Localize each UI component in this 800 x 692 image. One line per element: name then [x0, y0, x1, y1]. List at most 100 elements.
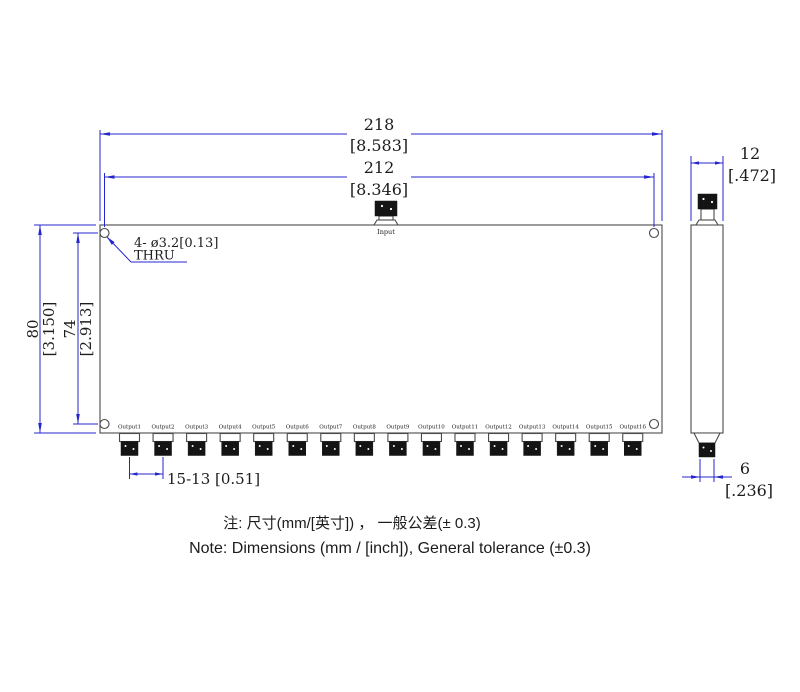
- knurl-dot: [233, 448, 236, 450]
- side-body-outline: [690, 224, 724, 434]
- output-label: Output12: [485, 425, 512, 431]
- knurl-dot: [367, 448, 370, 450]
- knurl-dot: [426, 445, 429, 447]
- output-connector-flange: [152, 432, 174, 443]
- dim-74-inch: [2.913]: [77, 302, 95, 357]
- dim-6-mm: 6: [740, 459, 750, 478]
- hole-callout: 4- ø3.2[0.13] THRU: [106, 236, 218, 264]
- dim-80-inch: [3.150]: [40, 302, 58, 357]
- notes: 注: 尺寸(mm/[英寸]) ， 一般公差(± 0.3) Note: Dimen…: [189, 514, 591, 557]
- output-label: Output15: [586, 425, 613, 431]
- knurl-dot: [468, 448, 470, 450]
- knurl-dot: [460, 445, 462, 447]
- knurl-dot: [560, 445, 563, 447]
- output-connector-flange: [286, 432, 308, 443]
- output-connector-flange: [387, 432, 409, 443]
- output-connector-flange: [219, 432, 241, 443]
- output-label: Output10: [418, 425, 445, 431]
- output-connector-flange: [521, 432, 543, 443]
- knurl-dot: [333, 448, 336, 450]
- output-label: Output6: [286, 425, 310, 431]
- output-connector-nut: [456, 441, 474, 456]
- output-label: Output11: [452, 425, 479, 431]
- dim-74-mm: 74: [61, 319, 79, 338]
- output-connector-flange: [454, 432, 476, 443]
- output-label: Output9: [386, 425, 410, 431]
- output-connector-flange: [420, 432, 443, 443]
- output-label: Output13: [519, 425, 546, 431]
- knurl-dot: [124, 445, 127, 447]
- output-connector-nut: [187, 441, 206, 456]
- knurl-dot: [501, 448, 504, 450]
- body-outline: [99, 224, 663, 434]
- input-label: Input: [377, 228, 395, 236]
- output-connector-nut: [288, 441, 306, 456]
- output-connector-nut: [590, 441, 608, 456]
- dimension-pitch: 15-13 [0.51]: [129, 457, 260, 488]
- input-connector: Input: [373, 200, 399, 236]
- output-connector-flange: [487, 432, 510, 443]
- knurl-dot: [602, 448, 605, 450]
- input-connector-flange: [373, 219, 399, 226]
- dimension-12: 12 [.472]: [690, 144, 776, 221]
- dim-218-inch: [8.583]: [350, 136, 408, 155]
- dim-12-mm: 12: [740, 144, 760, 163]
- dim-212-inch: [8.346]: [350, 180, 408, 199]
- knurl-dot: [359, 445, 362, 447]
- knurl-dot: [535, 448, 538, 450]
- side-input-connector: [695, 193, 719, 226]
- output-connector-flange: [555, 432, 577, 443]
- note-chinese: 注: 尺寸(mm/[英寸]) ， 一般公差(± 0.3): [223, 514, 480, 532]
- input-connector-neck: [378, 215, 394, 221]
- output-connector-flange: [588, 432, 610, 443]
- hole-callout-size: 4- ø3.2[0.13]: [134, 236, 218, 251]
- output-connector-nut: [523, 441, 541, 456]
- dim-6-inch: [.236]: [725, 481, 773, 500]
- output-connector-nut: [355, 441, 374, 456]
- output-label: Output16: [619, 425, 646, 431]
- dim-80-mm: 80: [24, 319, 42, 338]
- dim-12-inch: [.472]: [728, 166, 776, 185]
- knurl-dot: [594, 445, 597, 447]
- dim-pitch-label: 15-13 [0.51]: [167, 470, 260, 488]
- knurl-dot: [434, 448, 437, 450]
- knurl-dot: [325, 445, 328, 447]
- knurl-dot: [225, 445, 228, 447]
- output-connector-flange: [186, 432, 208, 443]
- side-output-connector: [693, 432, 721, 458]
- output-connector-nut: [489, 441, 508, 456]
- output-connector-nut: [120, 441, 139, 456]
- knurl-dot: [527, 445, 530, 447]
- dimension-6: 6 [.236]: [682, 459, 773, 500]
- knurl-dot: [300, 448, 303, 450]
- output-connector-flange: [253, 432, 275, 443]
- knurl-dot: [392, 445, 395, 447]
- output-connector-flange: [118, 432, 141, 443]
- output-connector-flange: [622, 432, 644, 443]
- input-connector-nut: [374, 200, 398, 217]
- knurl-dot: [191, 445, 194, 447]
- mounting-hole-top-left: [99, 227, 110, 239]
- output-connector-nut: [422, 441, 441, 456]
- output-label: Output3: [185, 425, 209, 431]
- mounting-hole-top-right: [648, 227, 660, 239]
- mounting-hole-bottom-left: [99, 418, 110, 430]
- knurl-dot: [199, 448, 202, 450]
- knurl-dot: [292, 445, 295, 447]
- output-connector-nut: [389, 441, 407, 456]
- output-connector-nut: [254, 441, 273, 456]
- knurl-dot: [132, 448, 135, 450]
- knurl-dot: [627, 445, 630, 447]
- dimension-212: 212 [8.346]: [104, 158, 655, 227]
- hole-callout-thru: THRU: [134, 249, 175, 264]
- output-label: Output5: [252, 425, 276, 431]
- output-connector-nut: [154, 441, 172, 456]
- output-connector-flange: [320, 432, 342, 443]
- output-label: Output8: [353, 425, 377, 431]
- knurl-dot: [258, 445, 261, 447]
- knurl-dot: [166, 448, 169, 450]
- output-connector-nut: [624, 441, 642, 456]
- output-label: Output14: [552, 425, 579, 431]
